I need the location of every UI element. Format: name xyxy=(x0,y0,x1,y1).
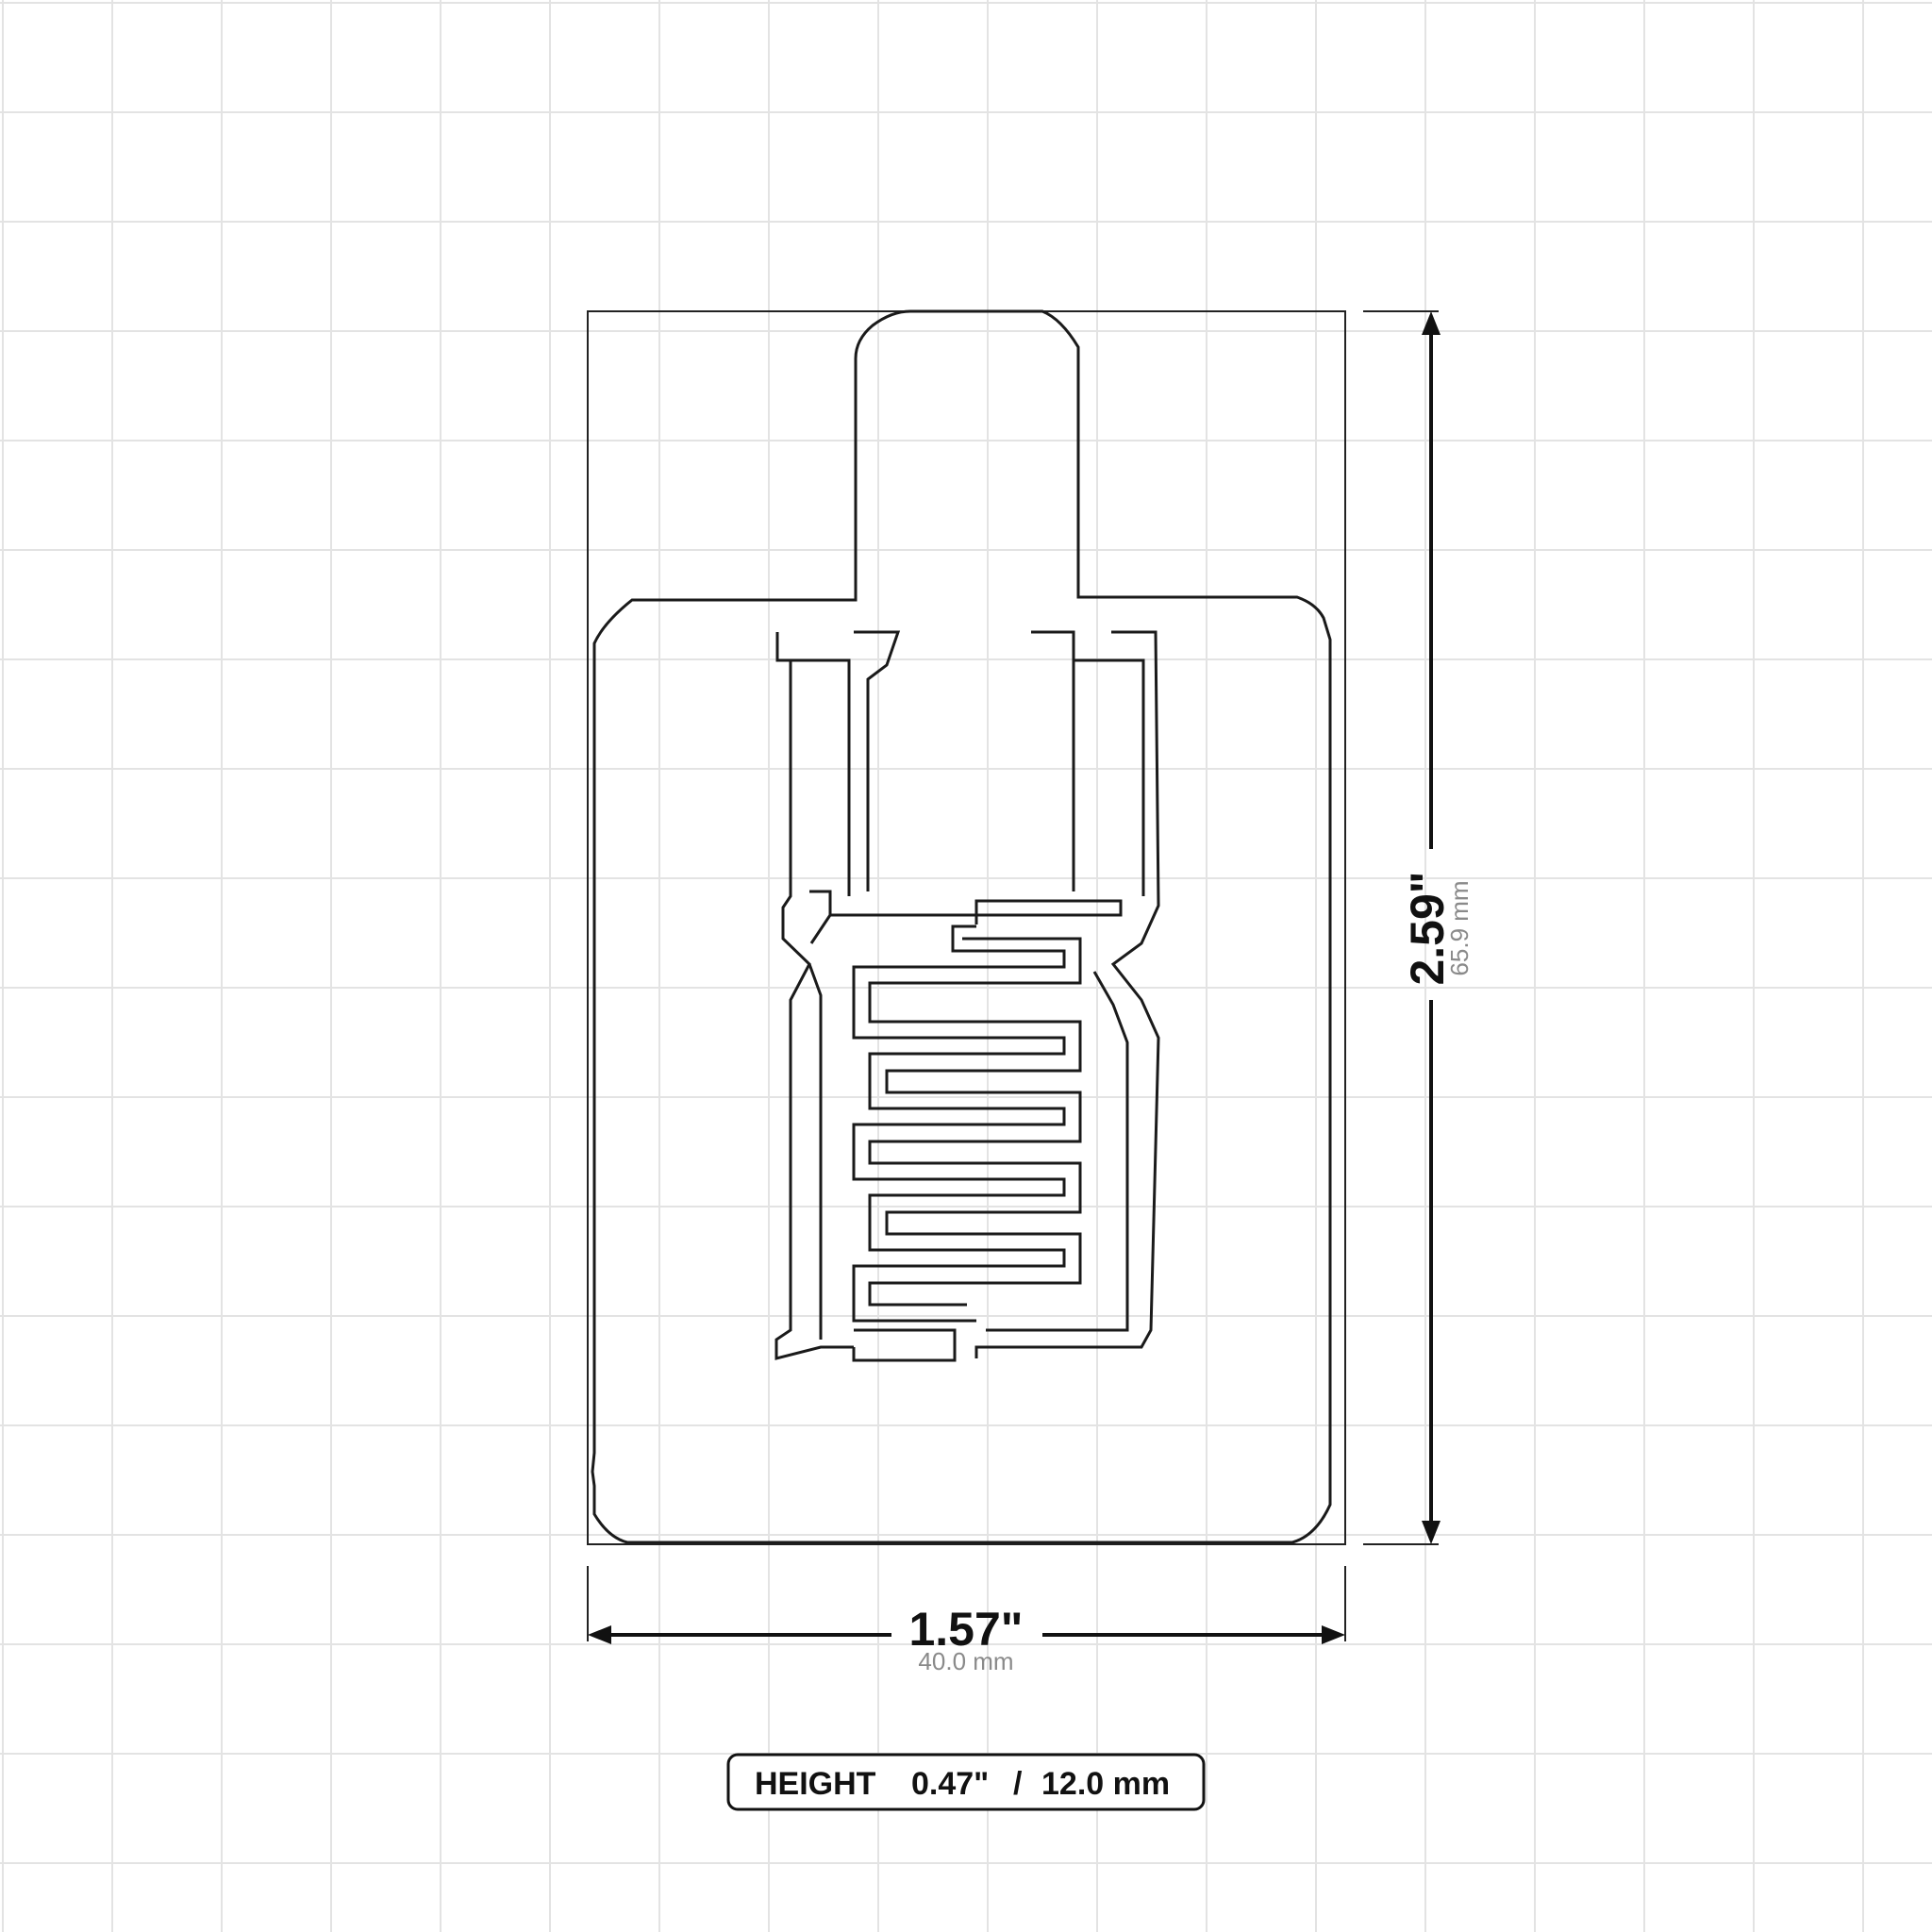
width-dimension: 1.57" 40.0 mm xyxy=(587,1566,1346,1675)
serpentine-trace xyxy=(852,924,1066,1323)
height-inches: 2.59" xyxy=(1401,871,1454,985)
height-badge: HEIGHT 0.47" / 12.0 mm xyxy=(726,1753,1206,1811)
height-badge-label: HEIGHT xyxy=(755,1766,876,1802)
width-mm: 40.0 mm xyxy=(918,1647,1013,1675)
width-inches: 1.57" xyxy=(908,1603,1023,1656)
arrow-up xyxy=(1422,311,1441,335)
sensor-frame xyxy=(774,630,1160,1362)
height-mm: 65.9 mm xyxy=(1445,880,1474,975)
arrow-right xyxy=(1322,1625,1345,1644)
height-badge-mm: 12.0 mm xyxy=(1041,1766,1170,1802)
height-badge-separator: / xyxy=(1013,1766,1023,1802)
height-dimension: 2.59" 65.9 mm xyxy=(1363,310,1474,1545)
arrow-down xyxy=(1422,1521,1441,1544)
arrow-left xyxy=(588,1625,611,1644)
product-outline xyxy=(591,309,1332,1544)
serpentine-inner xyxy=(868,937,1082,1307)
height-badge-inches: 0.47" xyxy=(911,1766,989,1802)
